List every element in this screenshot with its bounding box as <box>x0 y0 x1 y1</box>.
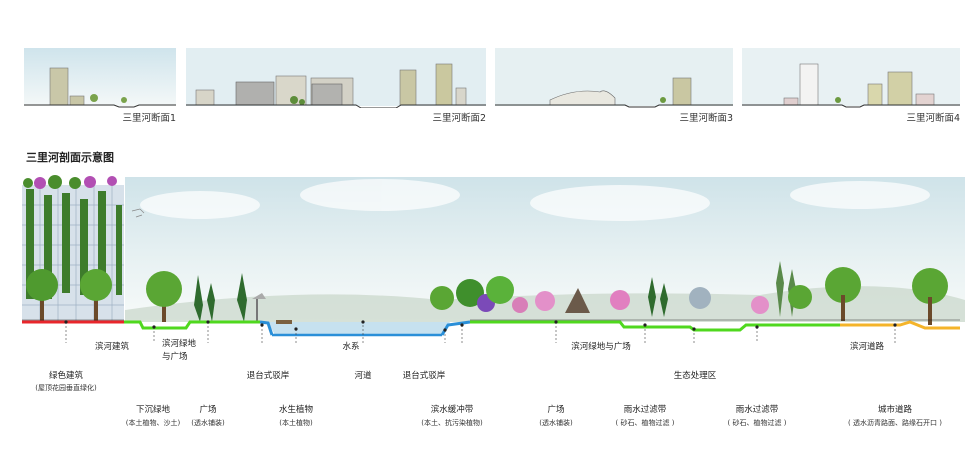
trees-right <box>430 261 948 325</box>
label-aquatic-plants: 水生植物 <box>278 405 314 415</box>
label-buffer-strip-note: (本土、抗污染植物) <box>421 419 483 427</box>
section-2-label: 三里河断面2 <box>432 113 486 124</box>
leader-lines <box>65 322 896 343</box>
ground-green-right <box>470 320 840 332</box>
section-diagram-title: 三里河剖面示意图 <box>26 151 114 164</box>
label-sunken-green-note: (本土植物、沙土) <box>125 419 181 427</box>
section-4-label: 三里河断面4 <box>906 113 960 124</box>
label-plaza-right-note: (透水铺装) <box>539 419 573 427</box>
ground-water-edge-right <box>440 320 471 336</box>
label-rain-filter-1-note: ( 砂石、植物过滤 ) <box>615 419 675 427</box>
label-rain-filter-2-note: ( 砂石、植物过滤 ) <box>727 419 787 427</box>
label-terrace-bank-right: 退台式驳岸 <box>402 371 446 381</box>
label-rain-filter-1: 雨水过滤带 <box>623 405 667 415</box>
label-riverside-building: 滨河建筑 <box>94 342 130 352</box>
label-river-channel: 河道 <box>354 371 372 381</box>
label-water-system: 水系 <box>342 342 360 352</box>
section-2-sketch <box>186 48 486 108</box>
leader-dots <box>64 320 897 332</box>
label-plaza-left-note: (透水铺装) <box>191 419 225 427</box>
section-1-sketch <box>24 48 176 108</box>
boat <box>276 320 292 324</box>
clouds <box>140 179 930 221</box>
label-rain-filter-2: 雨水过滤带 <box>735 405 779 415</box>
label-green-building: 绿色建筑 <box>48 371 84 381</box>
ground-water-edge-left <box>259 320 274 336</box>
label-city-road-note: ( 透水沥青路面、路缘石开口 ) <box>848 419 942 427</box>
section-thumbnail-4: 三里河断面4 <box>742 48 960 124</box>
label-eco-treatment-zone: 生态处理区 <box>673 371 717 381</box>
section-thumbnail-1: 三里河断面1 <box>24 48 176 124</box>
label-city-road: 城市道路 <box>877 405 913 415</box>
label-green-building-note: (屋顶花园垂直绿化) <box>35 384 97 392</box>
ground-green-left <box>124 320 260 330</box>
section-thumbnail-2: 三里河断面2 <box>186 48 486 124</box>
label-terrace-bank-left: 退台式驳岸 <box>246 371 290 381</box>
label-riverside-green-plaza-left: 滨河绿地 与广场 <box>162 338 196 364</box>
section-thumbnail-3: 三里河断面3 <box>495 48 733 124</box>
label-plaza-right: 广场 <box>547 405 565 415</box>
label-aquatic-plants-note: (本土植物) <box>279 419 313 427</box>
label-riverside-green-plaza-right: 滨河绿地与广场 <box>571 342 631 352</box>
label-riverside-green-line1: 滨河绿地 <box>162 339 197 349</box>
trees-left <box>26 208 266 322</box>
label-plaza-left: 广场 <box>199 405 217 415</box>
section-4-sketch <box>742 48 960 108</box>
section-3-sketch <box>495 48 733 108</box>
label-riverside-green-line2: 与广场 <box>162 352 188 362</box>
label-riverside-road: 滨河道路 <box>849 342 885 352</box>
section-3-label: 三里河断面3 <box>679 113 733 124</box>
label-buffer-strip: 滨水缓冲带 <box>430 405 474 415</box>
section-1-label: 三里河断面1 <box>122 113 176 124</box>
river-cross-section-drawing <box>22 175 965 343</box>
ground-road-zone <box>840 320 960 330</box>
label-sunken-green: 下沉绿地 <box>135 405 171 415</box>
river-water <box>268 322 450 335</box>
